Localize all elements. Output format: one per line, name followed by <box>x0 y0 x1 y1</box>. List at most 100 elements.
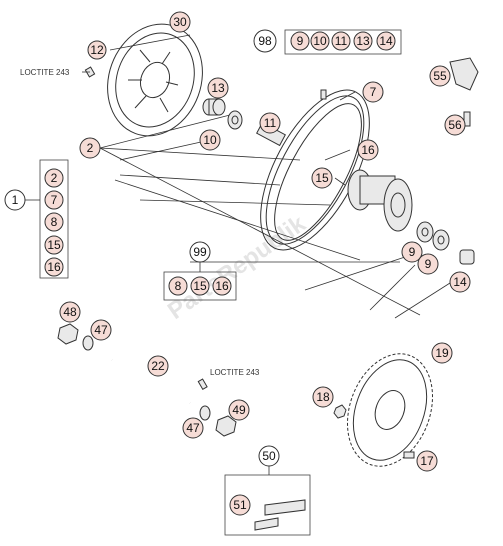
svg-text:15: 15 <box>47 238 61 252</box>
wheel-hub <box>347 169 413 232</box>
svg-text:30: 30 <box>173 15 187 29</box>
callout-1-7: 7 <box>44 190 64 210</box>
svg-text:2: 2 <box>87 141 94 155</box>
callout-98-14: 14 <box>376 31 396 51</box>
svg-text:17: 17 <box>420 454 434 468</box>
callout-99-15: 15 <box>190 276 210 296</box>
brake-disc <box>107 23 203 137</box>
callout-22: 22 <box>147 355 169 377</box>
svg-text:50: 50 <box>262 449 276 463</box>
svg-text:9: 9 <box>409 245 416 259</box>
callout-47b: 47 <box>182 417 204 439</box>
bearing-10 <box>227 110 243 130</box>
svg-text:16: 16 <box>215 279 229 293</box>
svg-text:2: 2 <box>51 171 58 185</box>
disc-screw <box>82 66 96 78</box>
callout-47a: 47 <box>90 319 112 341</box>
svg-text:9: 9 <box>297 34 304 48</box>
kit-1-box <box>39 159 69 279</box>
nut-49 <box>215 415 237 437</box>
callout-1-15: 15 <box>44 235 64 255</box>
callout-98-13: 13 <box>353 31 373 51</box>
loctite-label-axle: LOCTITE 243 <box>210 368 260 377</box>
callout-98: 98 <box>253 29 277 53</box>
callout-98-11: 11 <box>331 31 351 51</box>
callout-48: 48 <box>59 301 81 323</box>
callout-15: 15 <box>311 167 333 189</box>
spacer-13 <box>202 98 226 116</box>
callout-12: 12 <box>87 40 107 60</box>
svg-text:19: 19 <box>435 346 449 360</box>
axle-screw <box>197 378 208 391</box>
svg-text:8: 8 <box>175 279 182 293</box>
sprocket-screw <box>403 451 415 459</box>
callout-13: 13 <box>207 77 229 99</box>
svg-text:10: 10 <box>313 34 327 48</box>
callout-9b: 9 <box>417 253 439 275</box>
svg-text:18: 18 <box>316 390 330 404</box>
callout-16: 16 <box>357 139 379 161</box>
callout-98-10: 10 <box>310 31 330 51</box>
svg-text:7: 7 <box>370 85 377 99</box>
spoke-nipple <box>320 89 327 100</box>
loctite-label-disc: LOCTITE 243 <box>20 68 70 77</box>
svg-text:47: 47 <box>186 421 200 435</box>
svg-text:13: 13 <box>211 81 225 95</box>
svg-text:48: 48 <box>63 305 77 319</box>
svg-text:22: 22 <box>151 359 165 373</box>
callout-98-9: 9 <box>290 31 310 51</box>
bearings-right <box>416 221 475 265</box>
svg-text:12: 12 <box>90 43 104 57</box>
callout-18: 18 <box>312 386 334 408</box>
svg-text:8: 8 <box>51 215 58 229</box>
callout-10a: 10 <box>199 129 221 151</box>
svg-text:11: 11 <box>335 34 348 48</box>
svg-text:16: 16 <box>361 143 375 157</box>
svg-text:15: 15 <box>315 171 329 185</box>
callout-2: 2 <box>79 137 101 159</box>
callout-51: 51 <box>229 494 251 516</box>
svg-text:55: 55 <box>433 69 447 83</box>
callout-99: 99 <box>189 241 211 263</box>
svg-text:13: 13 <box>356 34 370 48</box>
svg-text:16: 16 <box>47 260 61 274</box>
callout-1-16: 16 <box>44 257 64 277</box>
svg-text:14: 14 <box>379 34 393 48</box>
svg-text:56: 56 <box>448 118 462 132</box>
kit-98-box <box>284 29 402 55</box>
watermark-text: PartsRepublik <box>163 210 311 325</box>
svg-text:49: 49 <box>232 403 246 417</box>
callout-14: 14 <box>449 271 471 293</box>
svg-text:51: 51 <box>233 498 247 512</box>
callout-99-8: 8 <box>168 276 188 296</box>
svg-text:10: 10 <box>203 133 217 147</box>
svg-text:11: 11 <box>264 116 277 130</box>
svg-text:9: 9 <box>425 257 432 271</box>
washer-47a <box>82 335 94 351</box>
svg-text:98: 98 <box>258 34 272 48</box>
rear-sprocket <box>346 353 434 467</box>
callout-1-8: 8 <box>44 212 64 232</box>
callout-17: 17 <box>416 450 438 472</box>
callout-30: 30 <box>169 11 191 33</box>
callout-9a: 9 <box>401 241 423 263</box>
svg-text:99: 99 <box>193 245 207 259</box>
washer-47b <box>199 405 211 421</box>
callout-55: 55 <box>429 65 451 87</box>
callout-1: 1 <box>4 189 26 211</box>
wheel-axle <box>111 359 191 404</box>
svg-text:47: 47 <box>94 323 108 337</box>
callout-1-2: 2 <box>44 168 64 188</box>
svg-text:1: 1 <box>12 193 19 207</box>
svg-text:15: 15 <box>193 279 207 293</box>
callout-7: 7 <box>362 81 384 103</box>
chain-guide-cover <box>449 57 479 127</box>
callout-49: 49 <box>228 399 250 421</box>
sprocket-nut <box>333 404 347 419</box>
chain-links <box>254 499 306 531</box>
chain-kit-box <box>224 474 311 536</box>
callout-19: 19 <box>431 342 453 364</box>
callout-50: 50 <box>258 445 280 467</box>
svg-text:7: 7 <box>51 193 58 207</box>
